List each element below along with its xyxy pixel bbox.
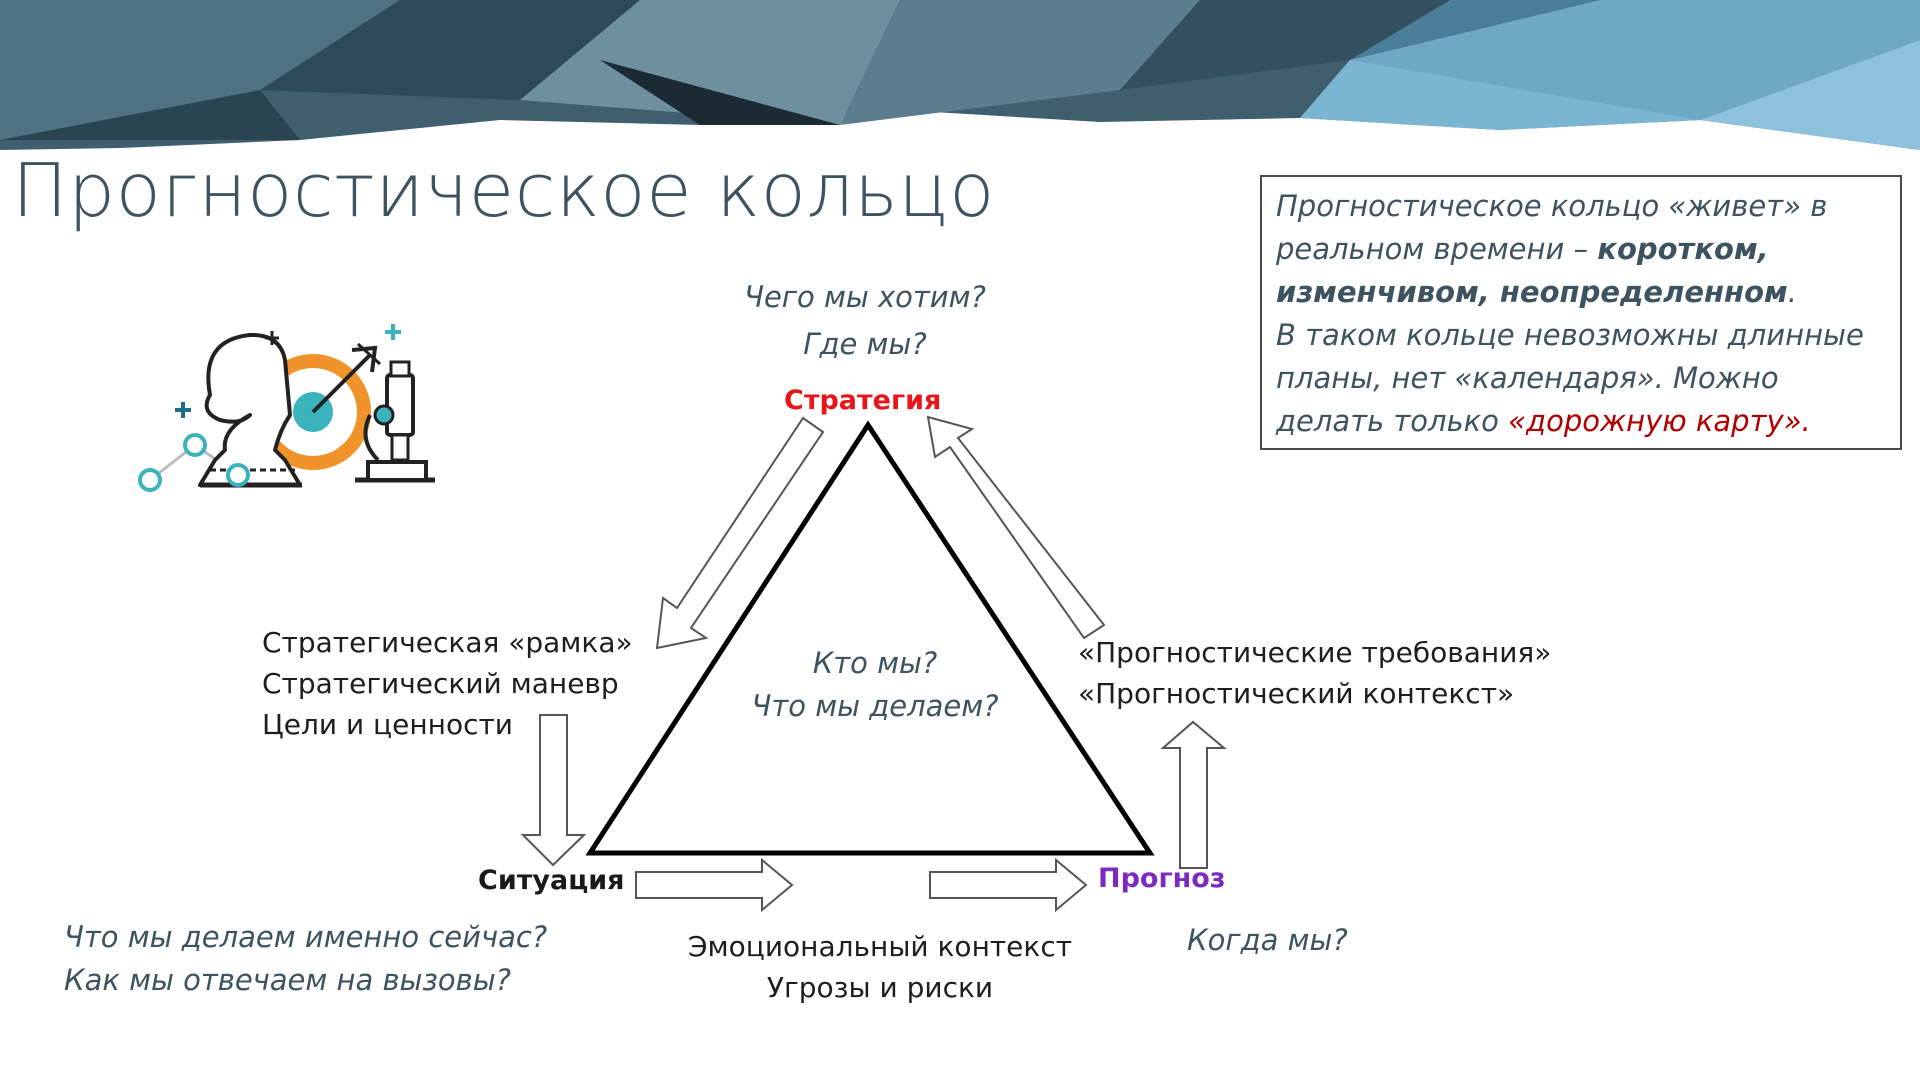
edge-line: Цели и ценности xyxy=(262,708,513,741)
note-highlight-text: «дорожную карту». xyxy=(1508,404,1811,438)
edge-line: «Прогностические требования» xyxy=(1078,636,1552,669)
edge-bottom-text: Эмоциональный контекст Угрозы и риски xyxy=(660,926,1100,1008)
strategy-icon xyxy=(138,324,435,492)
arrow-up-from-forecast xyxy=(1160,720,1227,869)
question-line: Где мы? xyxy=(803,327,927,361)
edge-left-text: Стратегическая «рамка» Стратегический ма… xyxy=(262,622,633,745)
edge-line: Стратегическая «рамка» xyxy=(262,626,633,659)
question-bottom-right: Когда мы? xyxy=(1187,923,1348,957)
question-line: Кто мы? xyxy=(812,646,938,680)
arrow-forecast-to-strategy xyxy=(926,415,1106,640)
note-line: изменчивом, неопределенном. xyxy=(1276,271,1886,314)
question-line: Как мы отвечаем на вызовы? xyxy=(64,963,511,997)
question-top: Чего мы хотим? Где мы? xyxy=(735,276,995,366)
node-strategy: Стратегия xyxy=(784,385,942,416)
note-text: реальном времени – xyxy=(1276,232,1598,266)
note-text: делать только xyxy=(1276,404,1509,438)
arrow-situation-to-bottom xyxy=(635,857,794,913)
question-line: Что мы делаем? xyxy=(751,689,999,723)
note-bold-text: изменчивом, неопределенном xyxy=(1276,275,1788,309)
note-line: делать только «дорожную карту». xyxy=(1276,400,1886,443)
note-text: . xyxy=(1787,275,1797,309)
note-box: Прогностическое кольцо «живет» в реально… xyxy=(1260,175,1902,450)
note-line: планы, нет «календаря». Можно xyxy=(1276,357,1886,400)
ring-triangle xyxy=(585,420,1155,856)
note-text: Прогностическое кольцо «живет» в xyxy=(1276,189,1828,223)
edge-line: Стратегический маневр xyxy=(262,667,619,700)
note-line: реальном времени – коротком, xyxy=(1276,228,1886,271)
note-line: Прогностическое кольцо «живет» в xyxy=(1276,185,1886,228)
question-bottom-left: Что мы делаем именно сейчас? Как мы отве… xyxy=(64,916,547,1002)
edge-line: Эмоциональный контекст xyxy=(687,930,1073,963)
node-forecast: Прогноз xyxy=(1098,863,1226,894)
arrow-strategy-to-situation xyxy=(655,416,825,650)
edge-line: Угрозы и риски xyxy=(766,971,994,1004)
note-text: В таком кольце невозможны длинные xyxy=(1276,318,1864,352)
edge-right-text: «Прогностические требования» «Прогностич… xyxy=(1078,632,1551,714)
note-text: планы, нет «календаря». Можно xyxy=(1276,361,1779,395)
note-bold-text: коротком, xyxy=(1597,232,1769,266)
arrow-down-to-situation xyxy=(520,714,587,867)
header-banner xyxy=(0,0,1920,150)
node-situation: Ситуация xyxy=(478,865,625,896)
page-title: Прогностическое кольцо xyxy=(12,148,995,234)
arrow-bottom-to-forecast xyxy=(929,857,1088,913)
note-line: В таком кольце невозможны длинные xyxy=(1276,314,1886,357)
question-line: Что мы делаем именно сейчас? xyxy=(64,920,548,954)
question-line: Чего мы хотим? xyxy=(744,280,986,314)
edge-line: «Прогностический контекст» xyxy=(1078,677,1515,710)
question-center: Кто мы? Что мы делаем? xyxy=(730,642,1020,728)
